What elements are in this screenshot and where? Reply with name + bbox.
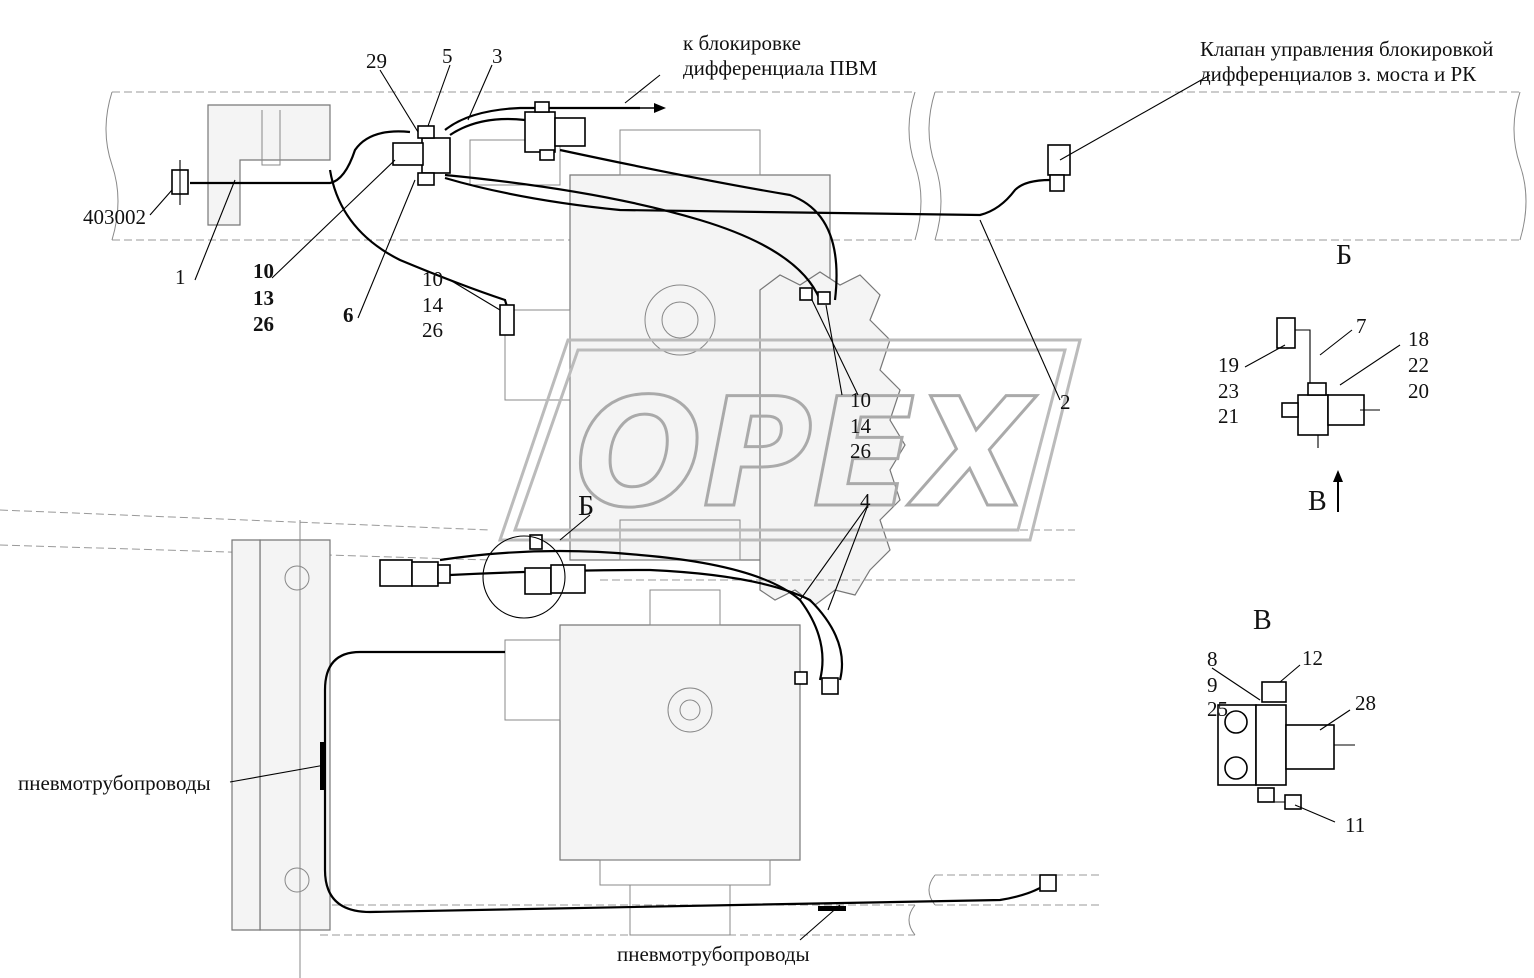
labels: к блокировке дифференциала ПВМ Клапан уп… xyxy=(18,31,1493,966)
label-19-23-21-a: 19 xyxy=(1218,353,1239,377)
label-10-14-26-left-c: 26 xyxy=(422,318,443,342)
label-403002: 403002 xyxy=(83,205,146,229)
label-19-23-21-b: 23 xyxy=(1218,379,1239,403)
label-10-13-26-b: 13 xyxy=(253,286,274,310)
label-2: 2 xyxy=(1060,390,1071,414)
label-valve-2: дифференциалов з. моста и РК xyxy=(1200,62,1477,86)
label-29: 29 xyxy=(366,49,387,73)
label-4: 4 xyxy=(860,489,871,513)
label-10-14-26-mid-a: 10 xyxy=(850,388,871,412)
label-valve-1: Клапан управления блокировкой xyxy=(1200,37,1493,61)
label-10-14-26-mid-c: 26 xyxy=(850,439,871,463)
label-8-9-25-c: 25 xyxy=(1207,697,1228,721)
label-1: 1 xyxy=(175,265,186,289)
label-view-v-arrow: В xyxy=(1308,486,1327,517)
label-11: 11 xyxy=(1345,813,1365,837)
watermark-text: OPEX xyxy=(575,367,1037,541)
detail-view-b xyxy=(1276,317,1380,512)
label-10-13-26-a: 10 xyxy=(253,259,274,283)
label-19-23-21-c: 21 xyxy=(1218,404,1239,428)
label-10-13-26-c: 26 xyxy=(253,312,274,336)
label-section-b-main: Б xyxy=(578,491,594,522)
label-10-14-26-left-a: 10 xyxy=(422,267,443,291)
label-6: 6 xyxy=(343,303,354,327)
label-28: 28 xyxy=(1355,691,1376,715)
label-8-9-25-a: 8 xyxy=(1207,647,1218,671)
watermark-logo: OPEX xyxy=(497,338,1082,543)
label-8-9-25-b: 9 xyxy=(1207,673,1218,697)
label-to-pvm-1: к блокировке xyxy=(683,31,801,55)
leader-lines xyxy=(149,64,1401,941)
label-10-14-26-mid-b: 14 xyxy=(850,414,872,438)
label-18-22-20-c: 20 xyxy=(1408,379,1429,403)
label-view-b-title: Б xyxy=(1336,240,1352,271)
label-view-v-title: В xyxy=(1253,605,1272,636)
label-7: 7 xyxy=(1356,314,1367,338)
label-5: 5 xyxy=(442,44,453,68)
label-10-14-26-left-b: 14 xyxy=(422,293,444,317)
label-18-22-20-b: 22 xyxy=(1408,353,1429,377)
label-3: 3 xyxy=(492,44,503,68)
label-12: 12 xyxy=(1302,646,1323,670)
detail-view-v xyxy=(1217,681,1355,810)
components xyxy=(171,101,1071,892)
label-pneumo-bottom: пневмотрубопроводы xyxy=(617,942,810,966)
label-pneumo-left: пневмотрубопроводы xyxy=(18,771,211,795)
label-to-pvm-2: дифференциала ПВМ xyxy=(683,56,878,80)
label-18-22-20-a: 18 xyxy=(1408,327,1429,351)
